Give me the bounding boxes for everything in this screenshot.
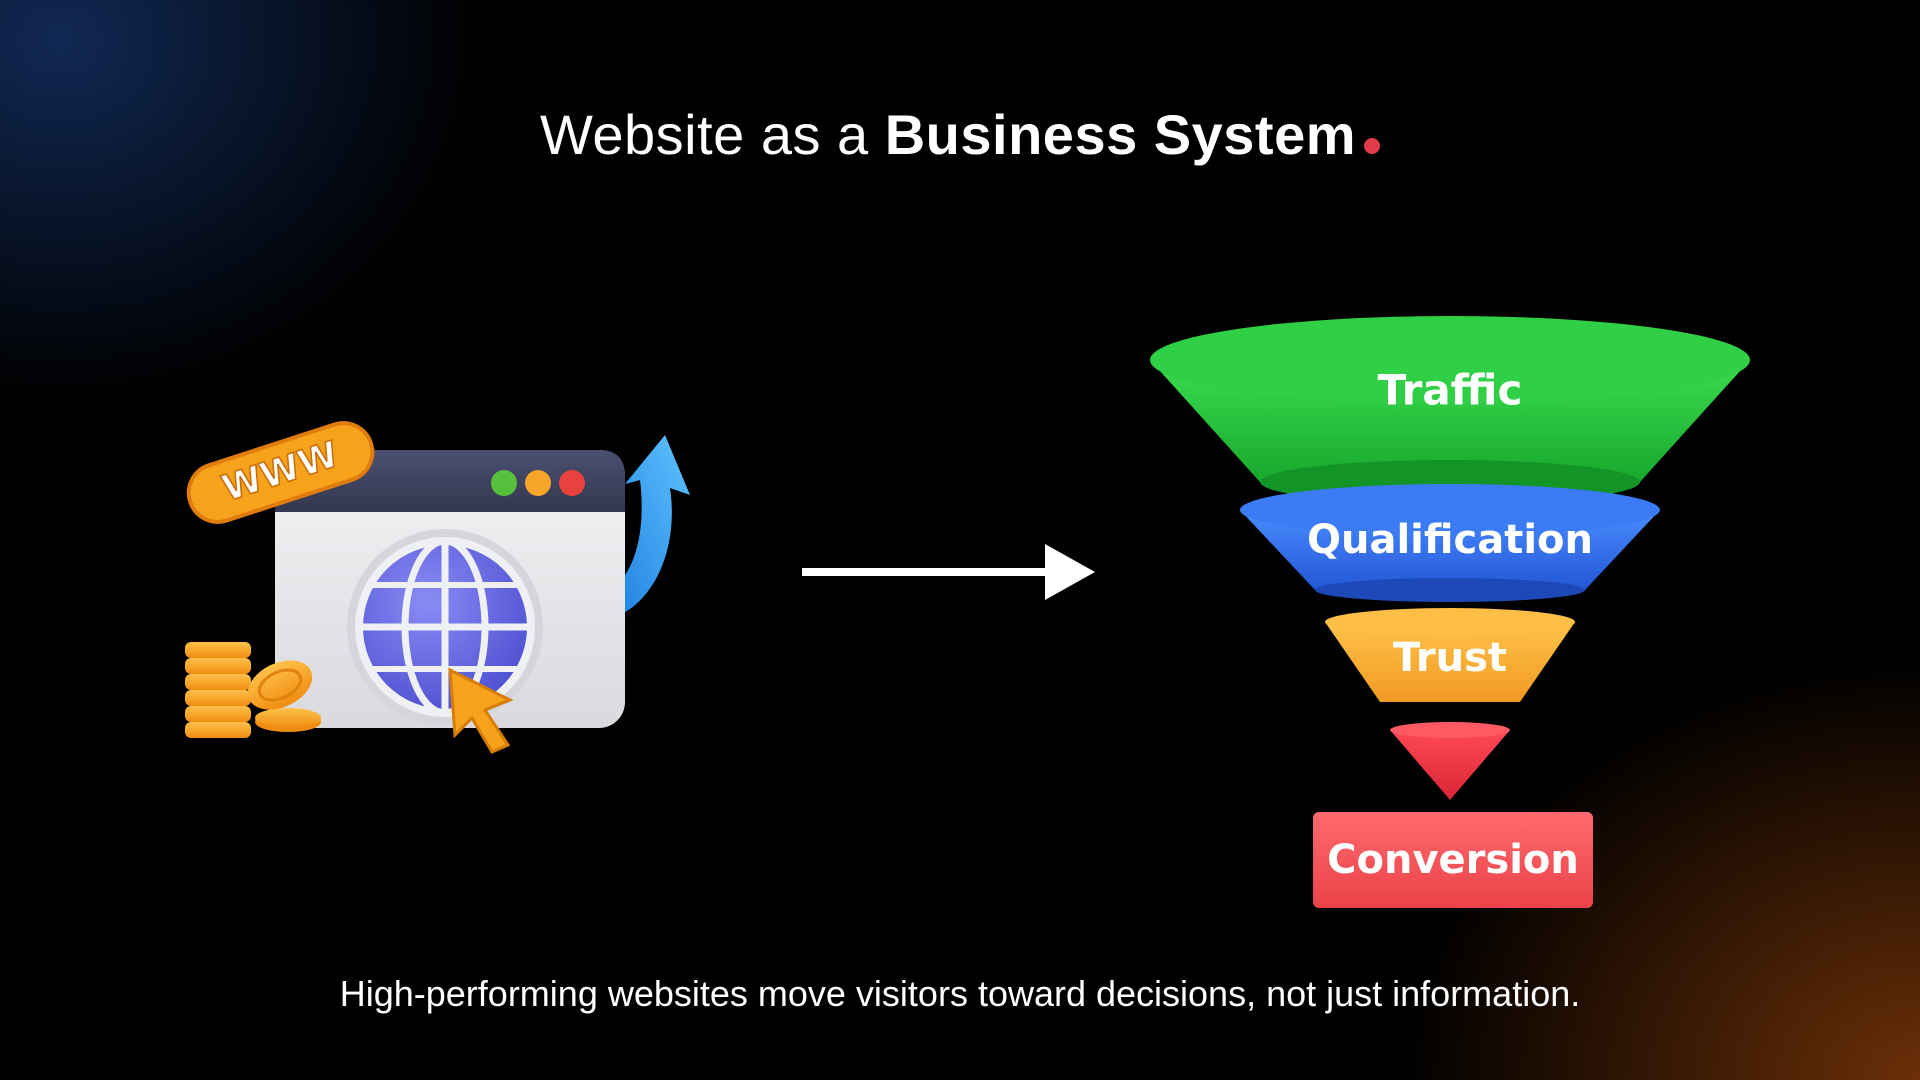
slide-caption: High-performing websites move visitors t… (339, 973, 1581, 1014)
window-green-dot (491, 470, 517, 496)
coin-stack-icon (185, 642, 321, 738)
window-yellow-dot (525, 470, 551, 496)
conversion-funnel: Traffic Qualification Trust (1140, 300, 1770, 920)
funnel-output-conversion: Conversion (1313, 812, 1593, 908)
www-badge: WWW (186, 421, 375, 524)
funnel-stage-qualification: Qualification (1240, 484, 1660, 602)
funnel-stage-traffic: Traffic (1150, 316, 1750, 504)
title-light-text: Website as a (539, 103, 869, 166)
funnel-label-qualification: Qualification (1307, 517, 1593, 563)
funnel-stage-cone (1390, 722, 1510, 800)
funnel-label-trust: Trust (1393, 635, 1507, 681)
title-bold-text: Business System (884, 103, 1357, 166)
window-red-dot (559, 470, 585, 496)
website-illustration: WWW (170, 400, 730, 780)
funnel-label-conversion: Conversion (1327, 837, 1579, 883)
title-dot (1364, 138, 1381, 154)
cursor-icon (448, 667, 514, 754)
globe-icon (347, 529, 543, 725)
right-arrow-icon (800, 540, 1100, 604)
slide-title: Website as a Business System (0, 100, 1920, 170)
funnel-label-traffic: Traffic (1378, 366, 1523, 415)
growth-arrow-icon (610, 435, 690, 615)
funnel-stage-trust: Trust (1325, 608, 1575, 702)
